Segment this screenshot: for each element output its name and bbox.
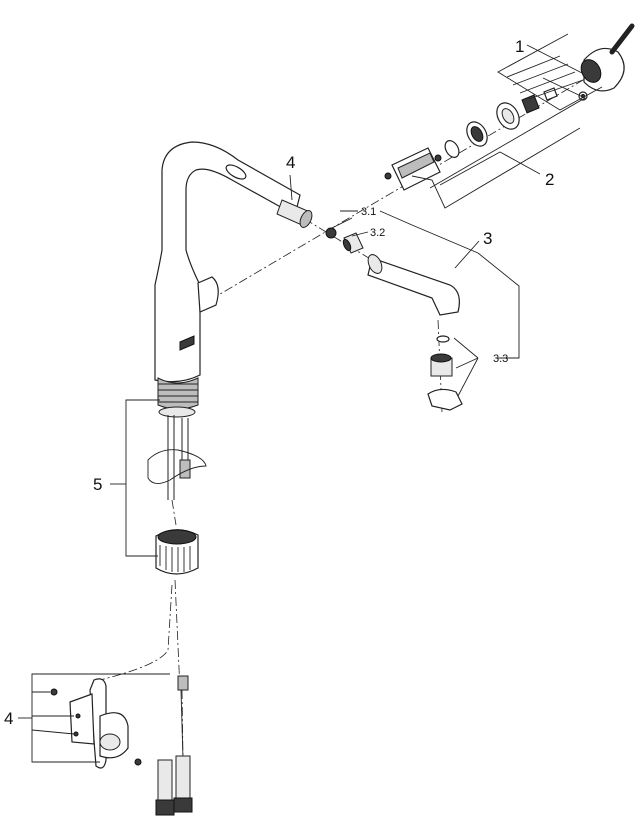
leader-lines <box>18 33 603 763</box>
label-part-3: 3 <box>483 229 492 248</box>
label-part-3-3: 3.3 <box>493 353 508 365</box>
label-part-4-top: 4 <box>286 153 295 172</box>
label-part-1: 1 <box>515 37 524 56</box>
bracket-assembly <box>50 675 193 816</box>
hose-assembly <box>147 415 207 575</box>
handle-assembly <box>384 23 635 191</box>
faucet-body <box>154 141 301 418</box>
label-part-4-bottom: 4 <box>4 709 13 728</box>
spout-assembly <box>325 227 463 411</box>
label-part-3-2: 3.2 <box>370 227 385 239</box>
label-part-5: 5 <box>93 475 102 494</box>
label-part-2: 2 <box>545 170 554 189</box>
label-part-3-1: 3.1 <box>361 206 376 218</box>
spray-head <box>276 199 313 228</box>
